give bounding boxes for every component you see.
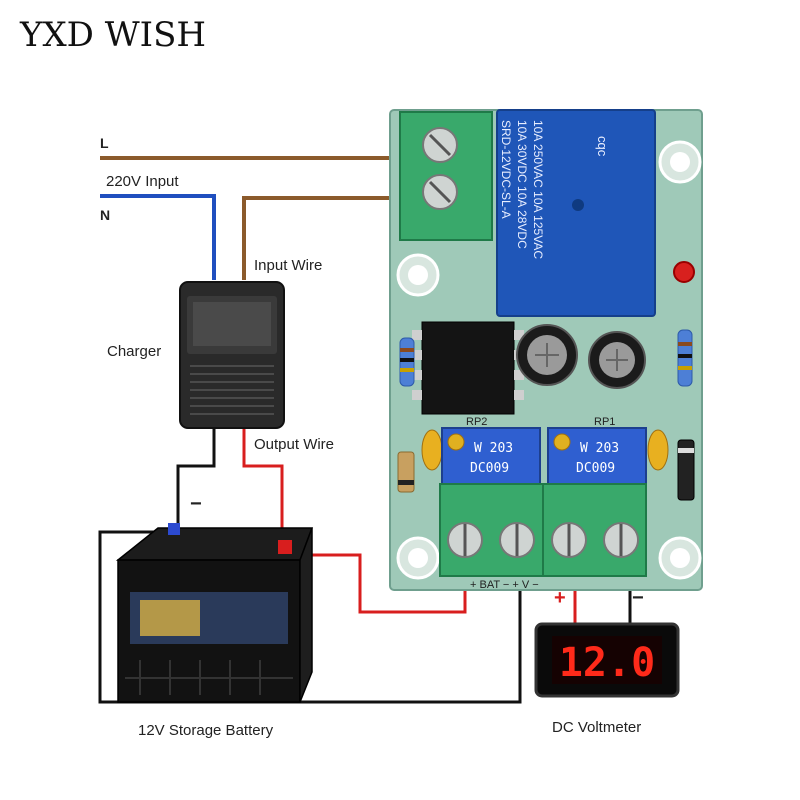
rp2-label: RP2 [466, 416, 487, 428]
rp1-model: DC009 [576, 461, 615, 476]
voltmeter-reading: 12.0 [559, 640, 655, 686]
relay-brand: cqc [595, 136, 610, 157]
ic-chip [412, 321, 524, 415]
label-voltmeter: DC Voltmeter [552, 719, 641, 736]
diode-right [677, 439, 695, 501]
brand-title: YXD WISH [19, 15, 206, 55]
battery-12v [115, 523, 314, 703]
dc-voltmeter: 12.0 [534, 622, 680, 698]
relay-spec-2: 10A 30VDC 10A 28VDC [515, 120, 529, 249]
relay-model: SRD-12VDC-SL-A [499, 120, 513, 219]
label-l: L [100, 135, 109, 151]
diode-left [397, 451, 415, 493]
label-battery-minus: − [190, 493, 202, 515]
label-220v-input: 220V Input [106, 173, 179, 190]
output-terminal-block [439, 483, 647, 577]
terminal-label: + BAT − + V − [470, 579, 539, 591]
potentiometer-rp1: W 203 DC009 [547, 427, 647, 485]
resistor-right [677, 329, 693, 387]
potentiometer-rp2: W 203 DC009 [441, 427, 541, 485]
rp1-code: W 203 [580, 441, 619, 456]
battery-negative-terminal [168, 523, 180, 535]
label-volt-minus: − [632, 587, 644, 609]
relay-module: cqc 10A 250VAC 10A 125VAC 10A 30VDC 10A … [496, 109, 656, 317]
label-n: N [100, 207, 110, 223]
label-volt-plus: + [554, 587, 566, 609]
indicator-led [673, 261, 695, 283]
small-capacitor [647, 429, 669, 471]
label-battery: 12V Storage Battery [138, 722, 274, 739]
battery-positive-terminal [278, 540, 292, 554]
rp1-label: RP1 [594, 416, 615, 428]
charger-adapter [179, 281, 285, 429]
rp2-code: W 203 [474, 441, 513, 456]
wire-charger-positive [242, 428, 284, 540]
label-charger: Charger [107, 343, 161, 360]
wire-n-blue [100, 194, 216, 280]
label-input-wire: Input Wire [254, 257, 322, 274]
small-capacitor [421, 429, 443, 471]
wire-input-brown [242, 196, 420, 280]
input-terminal-block [399, 111, 493, 241]
wire-battery-positive [300, 553, 467, 614]
capacitor-1 [516, 324, 578, 386]
wire-battery-negative [98, 530, 522, 704]
wire-charger-negative [176, 428, 216, 528]
charger-control-board: cqc 10A 250VAC 10A 125VAC 10A 30VDC 10A … [389, 109, 703, 591]
label-output-wire: Output Wire [254, 436, 334, 453]
resistor-left [399, 337, 415, 387]
relay-spec-1: 10A 250VAC 10A 125VAC [531, 120, 545, 259]
rp2-model: DC009 [470, 461, 509, 476]
capacitor-2 [588, 331, 646, 389]
